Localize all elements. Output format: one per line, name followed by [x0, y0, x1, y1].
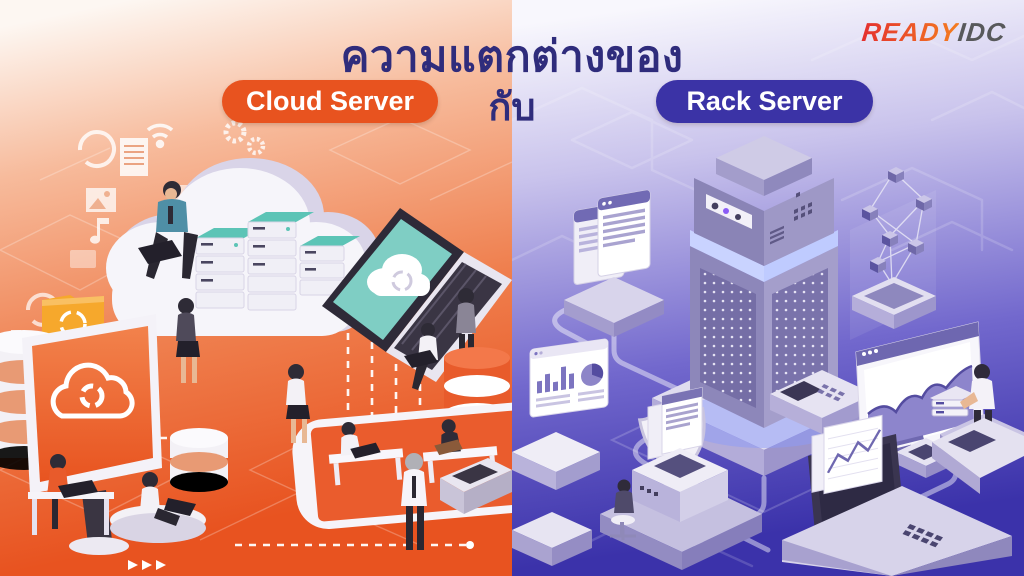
rack-server-panel — [512, 0, 1024, 576]
rack-server-tower — [652, 136, 876, 476]
tower-cap — [716, 136, 812, 196]
tiny-worker — [340, 421, 381, 459]
network-cube-cluster — [850, 167, 936, 340]
woman-on-disc — [110, 472, 206, 543]
database-cylinder — [170, 428, 228, 492]
cloud-sync-monitor — [22, 314, 162, 555]
readyidc-logo: READYIDC — [861, 17, 1008, 48]
server-stack — [195, 228, 262, 309]
server-stack — [247, 212, 314, 311]
connector-text: กับ — [488, 87, 536, 129]
server-tray — [930, 386, 974, 417]
cloud-server-badge: Cloud Server — [222, 80, 438, 123]
clerk-figure — [610, 479, 636, 540]
wifi-icon — [146, 123, 174, 149]
rack-server-badge: Rack Server — [656, 80, 873, 123]
tower-control-panel — [706, 194, 752, 229]
server-stack — [299, 236, 360, 296]
tower-vents — [770, 191, 812, 245]
tiny-worker — [434, 419, 463, 456]
laptop-cloud-screen — [322, 208, 512, 390]
cloud-with-server-stacks — [106, 158, 380, 336]
cloud-server-illustration — [0, 117, 512, 570]
woman-on-laptop — [404, 323, 438, 390]
server-lights — [201, 227, 316, 282]
logo-idc-text: IDC — [956, 17, 1008, 47]
document-printer-station — [600, 387, 762, 570]
man-at-desk — [28, 454, 114, 535]
gear-icon — [223, 120, 266, 156]
screen-cloud — [367, 254, 430, 296]
printed-documents — [647, 387, 703, 460]
small-console — [932, 418, 1024, 494]
standing-man — [401, 453, 427, 550]
document-icon — [120, 138, 148, 176]
analytics-dashboard — [529, 338, 609, 418]
area-chart-monitor — [855, 321, 985, 478]
platform-box — [512, 432, 600, 566]
standing-woman — [176, 298, 200, 383]
keypad-console — [770, 370, 874, 434]
standing-woman — [286, 364, 310, 443]
station-keypad — [640, 486, 658, 496]
register-device — [440, 458, 512, 514]
server-stacks — [195, 212, 360, 311]
tower-panels — [700, 268, 828, 408]
man-on-cloud — [138, 181, 198, 279]
document-windows — [564, 189, 664, 337]
page-title: ความแตกต่างของ — [340, 33, 684, 81]
sync-icon — [77, 130, 116, 168]
laptop-console-with-chart — [782, 414, 1012, 576]
photo-icon — [86, 188, 116, 212]
monitor-cloud-outline — [50, 362, 135, 419]
rack-server-illustration — [512, 22, 1024, 576]
logo-ready-text: READY — [860, 17, 960, 47]
